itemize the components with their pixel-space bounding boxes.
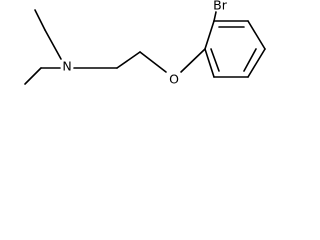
structure-diagram: N O Br [0,0,284,98]
ring-double-bond-2 [243,48,257,72]
bond-ethyl2-ch2-ch3 [24,67,42,85]
bond-ring-br [213,11,217,22]
oxygen-atom-label: O [169,72,179,87]
molecule-drawing: N O Br [24,0,266,87]
bromophenyl-ring: Br [204,0,266,78]
bond-ch2-o [139,51,167,73]
bond-ch2-ch2 [116,51,141,69]
ring-bond-6 [204,48,215,78]
bond-o-aryl [180,48,206,73]
bond-ethyl1-ch2-n [44,29,62,60]
ring-bond-1 [204,20,215,50]
nitrogen-atom-label: N [62,59,71,74]
ring-double-bond-3 [210,48,220,72]
ring-bond-3 [247,20,266,50]
diethylamino-group: N [24,9,72,85]
bond-ethyl1-ch3-ch2 [34,9,46,31]
ring-bond-4 [247,48,266,78]
bromine-atom-label: Br [213,0,228,13]
ethylene-linker: O [73,48,206,87]
